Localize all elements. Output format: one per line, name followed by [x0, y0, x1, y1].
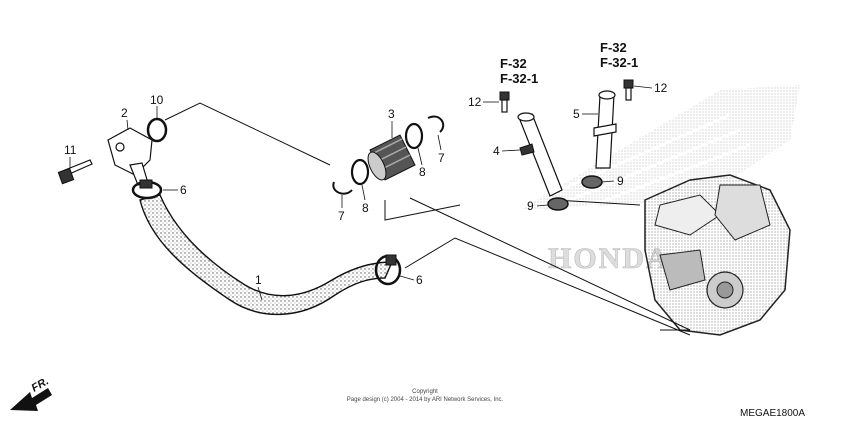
callout-9-right: 9 — [617, 174, 624, 188]
o-ring-8-right — [404, 122, 424, 150]
callout-12-right: 12 — [654, 81, 668, 95]
callout-1: 1 — [255, 273, 262, 287]
radiator-hose-1 — [139, 194, 394, 316]
o-ring-9-right — [581, 175, 603, 189]
water-pipe-5 — [593, 90, 617, 169]
diagram-code: MEGAE1800A — [740, 408, 805, 419]
front-direction-arrow: FR. — [10, 375, 52, 411]
callout-6-lower: 6 — [416, 273, 423, 287]
footer-design-line: Page design (c) 2004 - 2014 by ARI Netwo… — [347, 397, 504, 403]
o-ring-9-left — [547, 197, 569, 211]
ref-left-f32-1: F-32-1 — [500, 71, 538, 86]
callout-3: 3 — [388, 107, 395, 121]
bolt-12-left — [499, 91, 510, 113]
clip-7-right — [427, 115, 445, 133]
callout-2: 2 — [121, 106, 128, 120]
leader-lines — [164, 102, 691, 336]
callout-10: 10 — [150, 93, 164, 107]
water-outlet-2 — [107, 127, 153, 186]
clip-7-left — [332, 181, 353, 195]
callout-11: 11 — [64, 143, 77, 157]
callout-9-left: 9 — [527, 199, 534, 213]
water-pipe-4 — [517, 112, 563, 197]
callout-7-right: 7 — [438, 151, 445, 165]
callout-4: 4 — [493, 144, 500, 158]
callout-8-right: 8 — [419, 165, 426, 179]
ref-right-f32: F-32 — [600, 40, 627, 55]
ref-left-f32: F-32 — [500, 56, 527, 71]
o-ring-8-left — [350, 158, 370, 186]
bolt-11 — [57, 159, 93, 185]
o-ring-10 — [146, 117, 168, 143]
callout-5: 5 — [573, 107, 580, 121]
engine-illustration — [644, 174, 791, 336]
water-joint-3 — [367, 134, 416, 181]
callout-7-left: 7 — [338, 209, 345, 223]
callout-6-upper: 6 — [180, 183, 187, 197]
callout-leaders — [69, 85, 653, 301]
bolt-12-right — [623, 79, 634, 101]
footer-copyright: Copyright — [412, 389, 438, 395]
hose-clamp-6-lower — [374, 254, 402, 286]
callout-12-left: 12 — [468, 95, 482, 109]
ref-right-f32-1: F-32-1 — [600, 55, 638, 70]
callout-8-left: 8 — [362, 201, 369, 215]
